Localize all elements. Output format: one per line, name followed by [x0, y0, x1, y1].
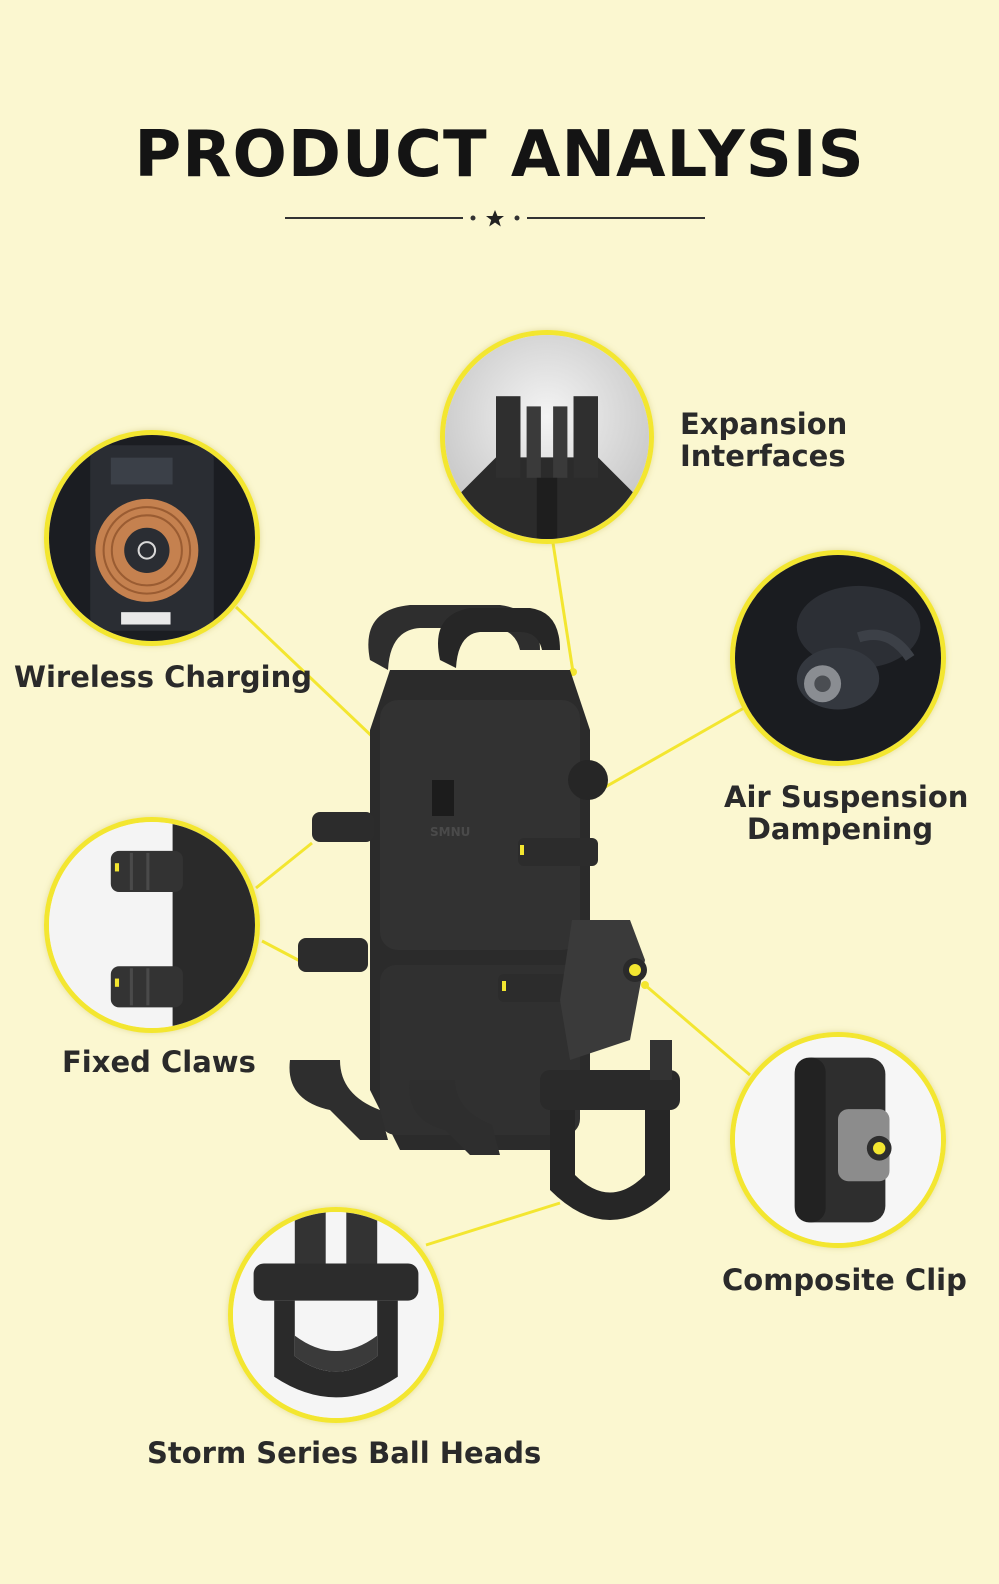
expansion-interfaces-image	[440, 330, 654, 544]
phone-mount-product-image: SMNU	[289, 605, 680, 1220]
title-divider	[285, 210, 705, 227]
ball-heads-label: Storm Series Ball Heads	[147, 1437, 541, 1469]
expansion-label-line-2: Interfaces	[680, 439, 846, 473]
wireless-label-line-1: Wireless Charging	[14, 660, 313, 694]
air-label-line-2: Dampening	[746, 812, 934, 846]
wireless-charging-image	[44, 430, 260, 646]
air-label-line-1: Air Suspension	[724, 780, 969, 814]
ball-heads-image	[228, 1207, 444, 1423]
wireless-charging-label: Wireless Charging	[14, 661, 312, 693]
ballheads-label-line-1: Storm Series Ball Heads	[147, 1436, 542, 1470]
composite-clip-label: Composite Clip	[722, 1264, 967, 1296]
composite-clip-image	[730, 1032, 946, 1248]
claws-label-line-1: Fixed Claws	[62, 1045, 256, 1079]
clip-label-line-1: Composite Clip	[722, 1263, 967, 1297]
expansion-interfaces-label: Expansion Interfaces	[680, 408, 847, 472]
fixed-claws-label: Fixed Claws	[62, 1046, 256, 1078]
product-logo-text: SMNU	[430, 825, 470, 839]
page-title: PRODUCT ANALYSIS	[134, 118, 865, 192]
expansion-label-line-1: Expansion	[680, 407, 848, 441]
air-suspension-label: Air Suspension Dampening	[724, 780, 969, 846]
fixed-claws-image	[44, 817, 260, 1033]
air-suspension-image	[730, 550, 946, 766]
